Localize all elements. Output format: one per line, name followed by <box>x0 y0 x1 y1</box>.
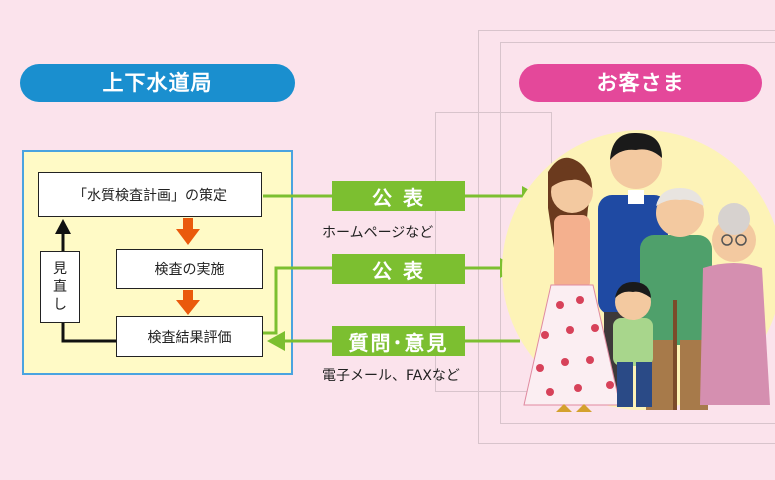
execute-box: 検査の実施 <box>116 249 263 289</box>
review-char: 見 <box>53 261 67 277</box>
right-header-pill: お客さま <box>519 64 762 102</box>
orange-down-arrow <box>176 218 200 245</box>
background-frame <box>500 42 775 424</box>
publish-caption-1: ホームページなど <box>322 225 434 241</box>
publish-label-2: 公 表 <box>332 254 465 284</box>
review-loop-line <box>55 219 116 343</box>
grandfather-figure <box>640 188 712 410</box>
review-char: 直 <box>53 279 67 295</box>
background-frame <box>478 30 775 444</box>
review-box: 見 直 し <box>40 251 80 323</box>
left-header-pill: 上下水道局 <box>20 64 295 102</box>
family-illustration <box>502 130 775 412</box>
feedback-label: 質問･意見 <box>332 326 465 356</box>
orange-down-arrow <box>176 290 200 315</box>
child-figure <box>613 282 653 407</box>
mother-figure <box>523 157 621 412</box>
feedback-caption: 電子メール、FAXなど <box>322 368 460 384</box>
plan-box: 「水質検査計画」の策定 <box>38 172 262 217</box>
evaluate-box: 検査結果評価 <box>116 316 263 357</box>
grandmother-figure <box>700 203 770 405</box>
publish-label-1: 公 表 <box>332 181 465 211</box>
review-char: し <box>53 297 67 313</box>
